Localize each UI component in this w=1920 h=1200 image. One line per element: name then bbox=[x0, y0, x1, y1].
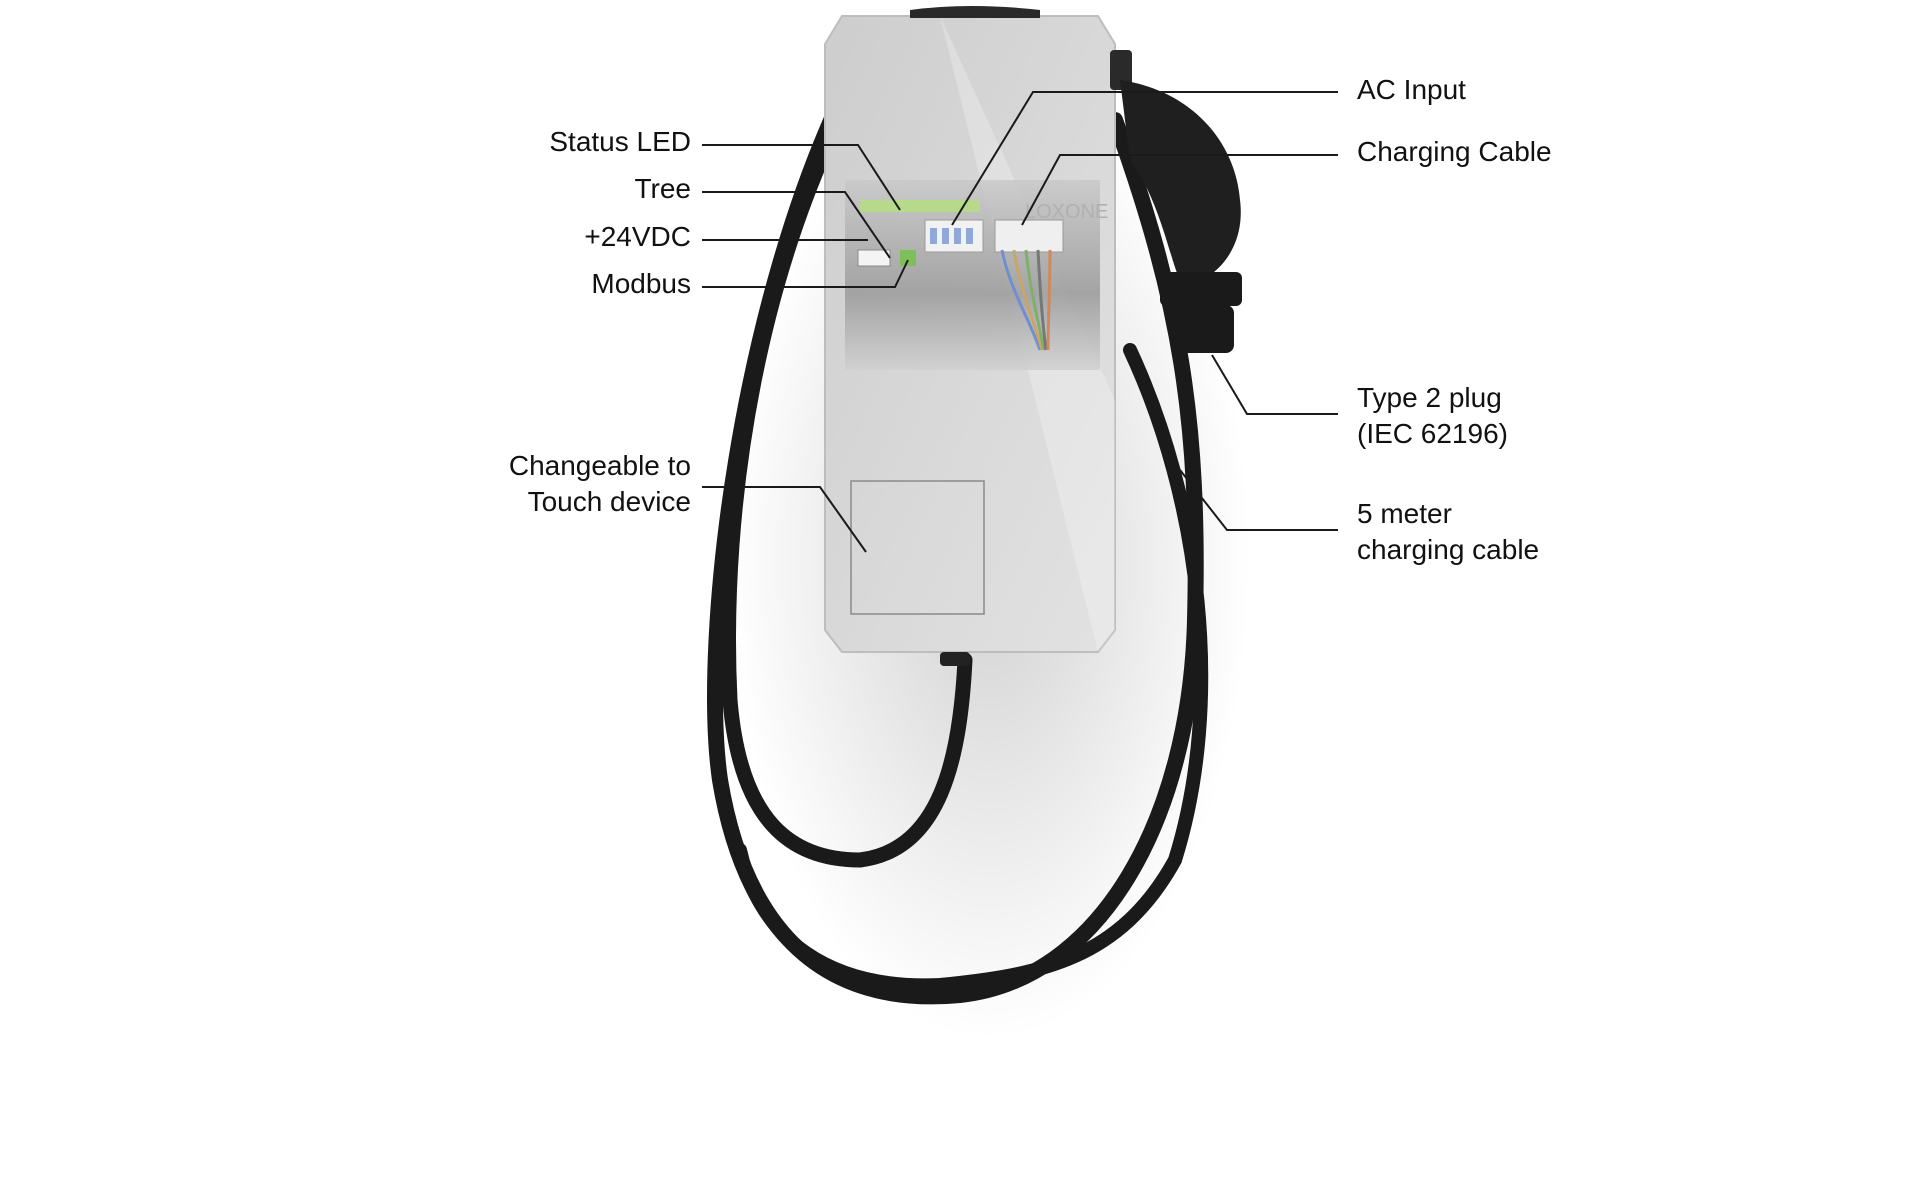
label-ac-input: AC Input bbox=[1357, 74, 1466, 105]
leader-status-led bbox=[702, 144, 901, 211]
label-type2-plug-line1: Type 2 plug bbox=[1357, 382, 1502, 413]
label-type2-plug-line2: (IEC 62196) bbox=[1357, 418, 1508, 449]
cable-terminal bbox=[994, 219, 1064, 253]
label-tree: Tree bbox=[634, 173, 691, 204]
leader-ac-input bbox=[951, 91, 1338, 226]
label-touch-device-line1: Changeable to bbox=[508, 450, 691, 481]
cable-gland bbox=[940, 652, 970, 666]
leader-charging-cable bbox=[1021, 154, 1338, 226]
leader-lines bbox=[702, 91, 1338, 553]
pcb-strip bbox=[860, 200, 980, 212]
plug-holder bbox=[1110, 50, 1132, 90]
label-5m-cable-line1: 5 meter bbox=[1357, 498, 1452, 529]
type2-plug-head bbox=[1172, 305, 1234, 353]
label-5m-cable-line2: charging cable bbox=[1357, 534, 1540, 565]
leader-tree bbox=[702, 191, 891, 259]
type2-plug-body bbox=[1120, 80, 1241, 280]
leader-5m-cable bbox=[1179, 469, 1338, 531]
label-5m-cable: 5 meter charging cable bbox=[1357, 496, 1539, 568]
ac-terminal-pins bbox=[930, 228, 973, 244]
charging-cable-loop bbox=[707, 72, 1209, 1005]
leader-modbus bbox=[702, 259, 909, 288]
modbus-terminal bbox=[900, 250, 916, 266]
label-charging-cable: Charging Cable bbox=[1357, 136, 1552, 167]
label-touch-device-line2: Touch device bbox=[527, 486, 691, 517]
touch-device-area bbox=[850, 480, 985, 615]
top-cap bbox=[910, 6, 1040, 18]
leader-touch-device bbox=[702, 486, 867, 553]
label-touch-device: Changeable to Touch device bbox=[509, 448, 691, 520]
label-status-led: Status LED bbox=[549, 126, 691, 157]
label-modbus: Modbus bbox=[591, 268, 691, 299]
label-type2-plug: Type 2 plug (IEC 62196) bbox=[1357, 380, 1508, 452]
housing-logo: LOXONE bbox=[1025, 201, 1108, 223]
label-24vdc: +24VDC bbox=[584, 221, 691, 252]
type2-plug-collar bbox=[1160, 272, 1242, 306]
leader-type2-plug bbox=[1211, 354, 1338, 415]
cable-wires bbox=[1000, 249, 1052, 351]
